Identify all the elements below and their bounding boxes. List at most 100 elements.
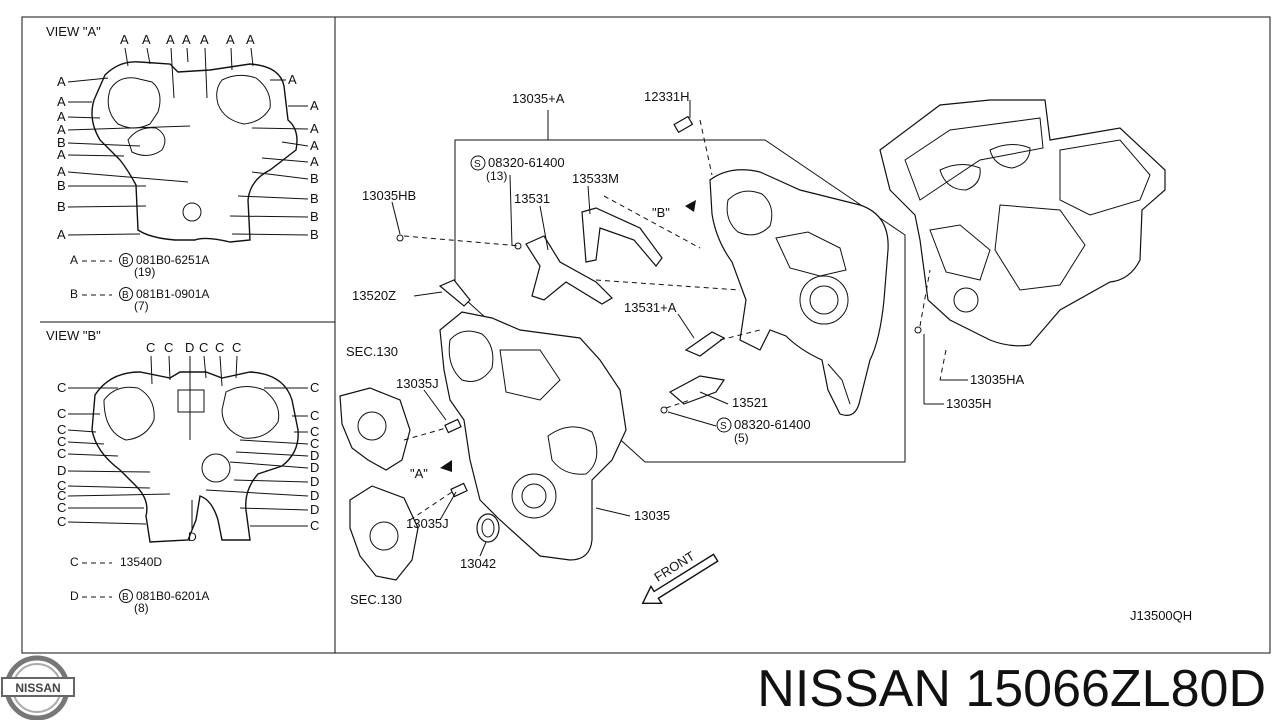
label-c: C [57,514,66,529]
view-a-legend: A B 081B0-6251A (19) B B 081B1-0901A (7) [70,253,209,313]
label-a: A [310,154,319,169]
chain-guide [581,207,663,267]
label-c: C [57,478,66,493]
dowel-lower [450,482,468,498]
view-a-marker: "A" [410,466,428,481]
legend-key: A [70,253,78,267]
svg-text:B: B [122,290,129,301]
label-c: C [57,446,66,461]
label-d: D [310,488,319,503]
part-number-caption: NISSAN 15066ZL80D [757,660,1266,718]
label-a: A [246,32,255,47]
view-a-middle-opening [127,127,166,156]
view-b-marker: "B" [652,205,670,220]
bolt-symbol-icon [470,155,486,171]
view-b-right-sprocket-opening [221,386,280,439]
label-a: A [120,32,129,47]
view-b-left-sprocket-opening [103,386,155,441]
diagram-frame [21,16,1271,654]
label-c: C [232,340,241,355]
label-d: D [310,460,319,475]
legend-part: 081B0-6251A [136,253,209,267]
label-a: A [288,72,297,87]
label-b: B [57,135,66,150]
label-c: C [57,380,66,395]
rear-timing-cover [709,169,889,416]
label-b: B [310,209,319,224]
bolt-12331h [673,115,694,134]
label-c: C [57,422,66,437]
label-c: C [146,340,155,355]
label-a: A [166,32,175,47]
label-a: A [57,147,66,162]
label-c: C [310,436,319,451]
engine-block [879,99,1166,347]
view-a-left-sprocket-opening [107,77,161,129]
view-b-right-leaders: C C C C D D D D D C [205,380,319,533]
label-b: B [310,227,319,242]
callout-13521: 13521 [732,395,768,410]
view-a-arrow-icon [440,460,452,472]
view-a-panel: VIEW "A" A A A A A A A A A [46,24,319,313]
drawing-code: J13500QH [1130,608,1192,623]
oil-seal-13042 [476,513,500,543]
sec130-lower-component [349,485,419,581]
callout-bolt-top: 08320-61400 [488,155,565,170]
front-timing-cover [439,311,627,561]
view-b-arrow-icon [685,200,696,212]
label-c: C [57,500,66,515]
bolt-symbol-icon [119,589,133,603]
upper-small-guide [684,331,726,357]
view-b-left-leaders: C C C C C D C C C C [57,380,171,529]
callout-13035j-bottom: 13035J [406,516,449,531]
legend-key: D [70,589,79,603]
callout-13035: 13035 [634,508,670,523]
label-b: B [310,171,319,186]
label-d: D [188,530,197,544]
label-c: C [310,424,319,439]
callout-12331h: 12331H [644,89,690,104]
view-a-left-leaders: A A A A B A A B B A [57,74,191,242]
legend-part: 081B1-0901A [136,287,209,301]
label-d: D [310,448,319,463]
legend-key: B [70,287,78,301]
label-a: A [226,32,235,47]
label-a: A [57,94,66,109]
callout-13042: 13042 [460,556,496,571]
callout-13035ha: 13035HA [970,372,1025,387]
dowel-upper [444,418,462,434]
label-b: B [57,178,66,193]
callout-bolt-bottom: 08320-61400 [734,417,811,432]
bolt-symbol-icon [716,417,732,433]
gasket-13520z [438,279,471,307]
callout-13531: 13531 [514,191,550,206]
callout-13533m: 13533M [572,171,619,186]
label-a: A [200,32,209,47]
front-direction-arrow: FRONT [641,548,719,605]
lower-chain-guide [668,375,726,405]
label-c: C [310,380,319,395]
svg-text:S: S [474,159,481,170]
view-b-legend: C 13540D D B 081B0-6201A (8) [70,555,209,615]
bolt-symbol-icon [119,287,133,301]
label-d: D [185,340,194,355]
label-c: C [57,434,66,449]
callout-13520z: 13520Z [352,288,396,303]
svg-text:B: B [122,256,129,267]
logo-text: NISSAN [15,681,60,695]
sec130-upper-component [339,387,411,471]
legend-part: 13540D [120,555,162,569]
label-d: D [57,463,66,478]
label-c: C [310,518,319,533]
callout-sec130-top: SEC.130 [346,344,398,359]
label-c: C [57,488,66,503]
callout-bolt-top-qty: (13) [486,169,507,183]
callout-13035a: 13035+A [512,91,565,106]
svg-text:B: B [122,592,129,603]
bolt-symbol-icon [119,253,133,267]
view-b-rect-opening [177,389,205,413]
label-a: A [57,227,66,242]
view-b-hole [201,453,231,483]
label-c: C [310,408,319,423]
